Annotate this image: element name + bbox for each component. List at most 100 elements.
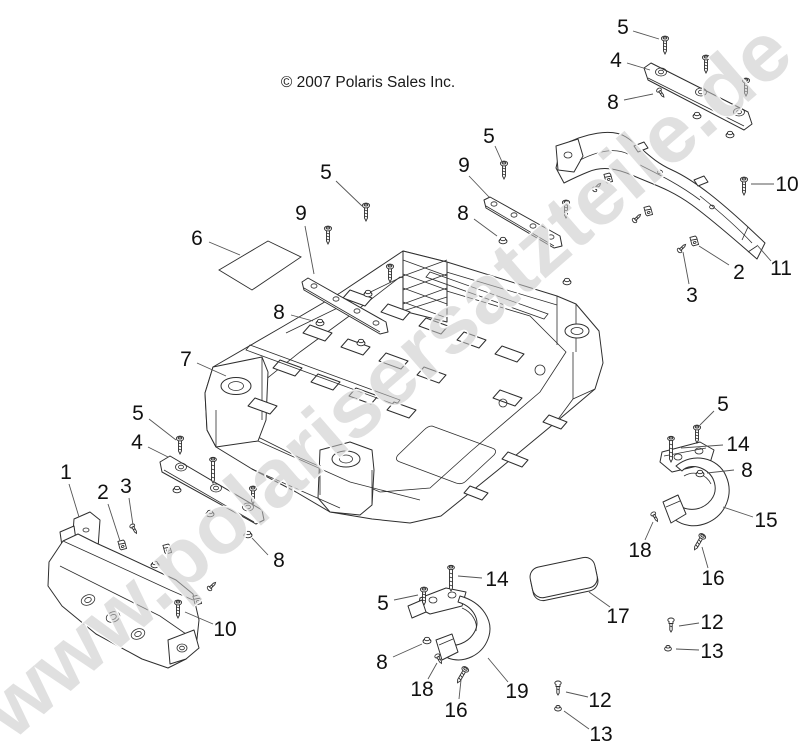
callout-label-17: 17 — [606, 605, 629, 628]
screw-fastener — [499, 160, 509, 180]
nut-fastener — [172, 485, 182, 494]
left-corner-post — [204, 356, 269, 448]
callout-leader-3 — [682, 251, 690, 285]
callout-label-7: 7 — [180, 348, 192, 371]
callout-label-5: 5 — [132, 402, 144, 425]
callout-label-18: 18 — [628, 539, 651, 562]
stud-fastener — [649, 510, 661, 524]
hatched-panel — [402, 250, 448, 323]
callout-leader-10 — [184, 611, 214, 625]
bolt-fastener — [667, 617, 675, 633]
stud-fastener — [128, 522, 140, 536]
callout-label-12: 12 — [700, 611, 723, 634]
callout-label-8: 8 — [741, 459, 753, 482]
callout-leader-14 — [457, 575, 483, 579]
screw-fastener — [453, 665, 471, 686]
brace-left-part — [159, 455, 265, 525]
copyright-text: © 2007 Polaris Sales Inc. — [281, 74, 455, 91]
bracket-right-part — [483, 196, 563, 249]
callout-leader-12 — [678, 622, 700, 627]
callout-label-5: 5 — [320, 161, 332, 184]
callout-leader-8 — [473, 218, 498, 237]
callout-label-14: 14 — [485, 568, 509, 591]
nut-fastener — [315, 318, 325, 327]
screw-fastener — [660, 35, 670, 55]
pad-part — [529, 556, 599, 602]
callout-leader-9 — [468, 175, 490, 198]
callout-label-5: 5 — [617, 16, 629, 39]
screw-fastener — [175, 435, 185, 455]
fnut-fastener — [554, 705, 562, 712]
callout-leader-5 — [632, 30, 660, 40]
callout-leader-5 — [148, 418, 177, 441]
callout-leader-12 — [565, 691, 589, 698]
callout-leader-4 — [147, 446, 169, 458]
nut-fastener — [422, 636, 432, 645]
callout-leader-5 — [393, 594, 419, 601]
callout-label-13: 13 — [700, 640, 723, 663]
callout-leader-16 — [458, 679, 462, 700]
callout-leader-14 — [680, 444, 724, 449]
callout-leader-8 — [623, 93, 654, 101]
callout-leader-18 — [427, 662, 438, 680]
callout-leader-1 — [68, 483, 80, 518]
callout-leader-5 — [335, 180, 363, 207]
callout-label-18: 18 — [410, 678, 433, 701]
nut-fastener — [363, 289, 373, 298]
callout-leader-11 — [756, 244, 772, 262]
callout-label-5: 5 — [717, 393, 729, 416]
callout-leader-9 — [304, 225, 315, 275]
callout-leader-5 — [494, 145, 504, 165]
callout-leader-2 — [107, 503, 121, 542]
callout-label-2: 2 — [733, 261, 745, 284]
screw-fastener — [361, 202, 371, 222]
callout-leader-16 — [701, 546, 709, 569]
callout-label-12: 12 — [588, 689, 611, 712]
tow-hook-right-part — [659, 441, 730, 527]
callout-leader-4 — [626, 62, 651, 71]
callout-leader-8 — [251, 537, 269, 556]
callout-label-1: 1 — [60, 461, 72, 484]
callout-label-10: 10 — [775, 173, 798, 196]
callout-leader-7 — [196, 362, 227, 377]
nut-fastener — [695, 469, 705, 478]
fnut-fastener — [664, 645, 672, 652]
callout-leader-15 — [722, 506, 754, 518]
callout-leader-13 — [563, 710, 590, 730]
screw-fastener — [739, 176, 749, 196]
decal-part — [218, 240, 302, 291]
callout-label-15: 15 — [754, 509, 777, 532]
callout-label-4: 4 — [131, 431, 143, 454]
callout-leader-6 — [208, 241, 241, 256]
callout-label-6: 6 — [191, 227, 203, 250]
callout-label-5: 5 — [377, 592, 389, 615]
screw-fastener — [690, 532, 708, 553]
screw-fastener — [323, 225, 333, 245]
callout-label-9: 9 — [458, 154, 470, 177]
callout-label-16: 16 — [701, 567, 724, 590]
callout-label-13: 13 — [589, 723, 612, 746]
callout-leader-3 — [128, 497, 134, 526]
callout-leader-8 — [392, 643, 423, 658]
callout-label-14: 14 — [726, 433, 750, 456]
callout-label-10: 10 — [213, 618, 236, 641]
callout-label-19: 19 — [505, 680, 528, 703]
callout-leader-13 — [675, 648, 700, 651]
callout-label-8: 8 — [376, 651, 388, 674]
callout-leader-19 — [487, 657, 509, 683]
right-corner-post — [555, 296, 596, 423]
callout-label-4: 4 — [610, 49, 622, 72]
callout-label-8: 8 — [273, 301, 285, 324]
callout-label-9: 9 — [295, 202, 307, 225]
front-corner-post — [317, 441, 375, 516]
callout-leader-8 — [290, 314, 314, 322]
screw-fastener — [692, 424, 702, 444]
floor-bosses — [245, 271, 549, 419]
callout-label-8: 8 — [607, 91, 619, 114]
callout-label-2: 2 — [97, 481, 109, 504]
callout-leader-2 — [698, 245, 730, 266]
callout-leader-5 — [699, 410, 715, 426]
